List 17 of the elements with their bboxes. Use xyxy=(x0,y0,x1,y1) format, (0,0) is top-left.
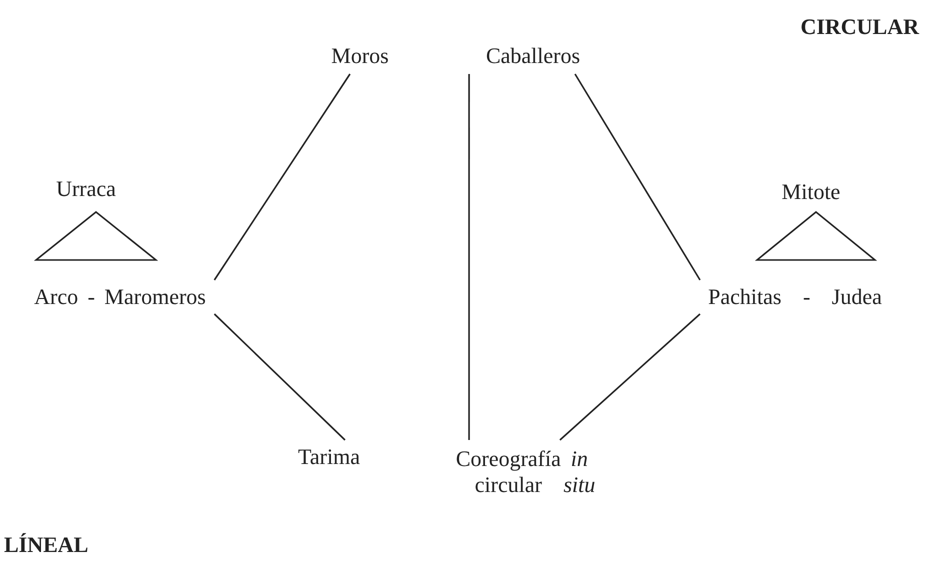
term-label: Pachitas - Judea xyxy=(668,280,922,314)
triangle-shape xyxy=(755,210,877,262)
triangle-shape xyxy=(34,210,158,262)
term-label: Arco - Maromeros xyxy=(2,280,238,314)
term-label: Coreografía circular in situ xyxy=(450,440,600,504)
term-label: Urraca xyxy=(40,172,132,206)
term-label: Caballeros xyxy=(459,38,607,74)
category-heading: LÍNEAL xyxy=(4,532,88,558)
connector-line xyxy=(214,313,346,441)
category-heading: CIRCULAR xyxy=(800,14,919,40)
term-label: Tarima xyxy=(292,440,366,474)
term-label: Mitote xyxy=(766,175,856,209)
term-label: Moros xyxy=(316,38,404,74)
connector-line xyxy=(468,74,470,440)
connector-line xyxy=(214,74,351,280)
connector-line xyxy=(574,74,701,280)
connector-line xyxy=(559,313,701,441)
